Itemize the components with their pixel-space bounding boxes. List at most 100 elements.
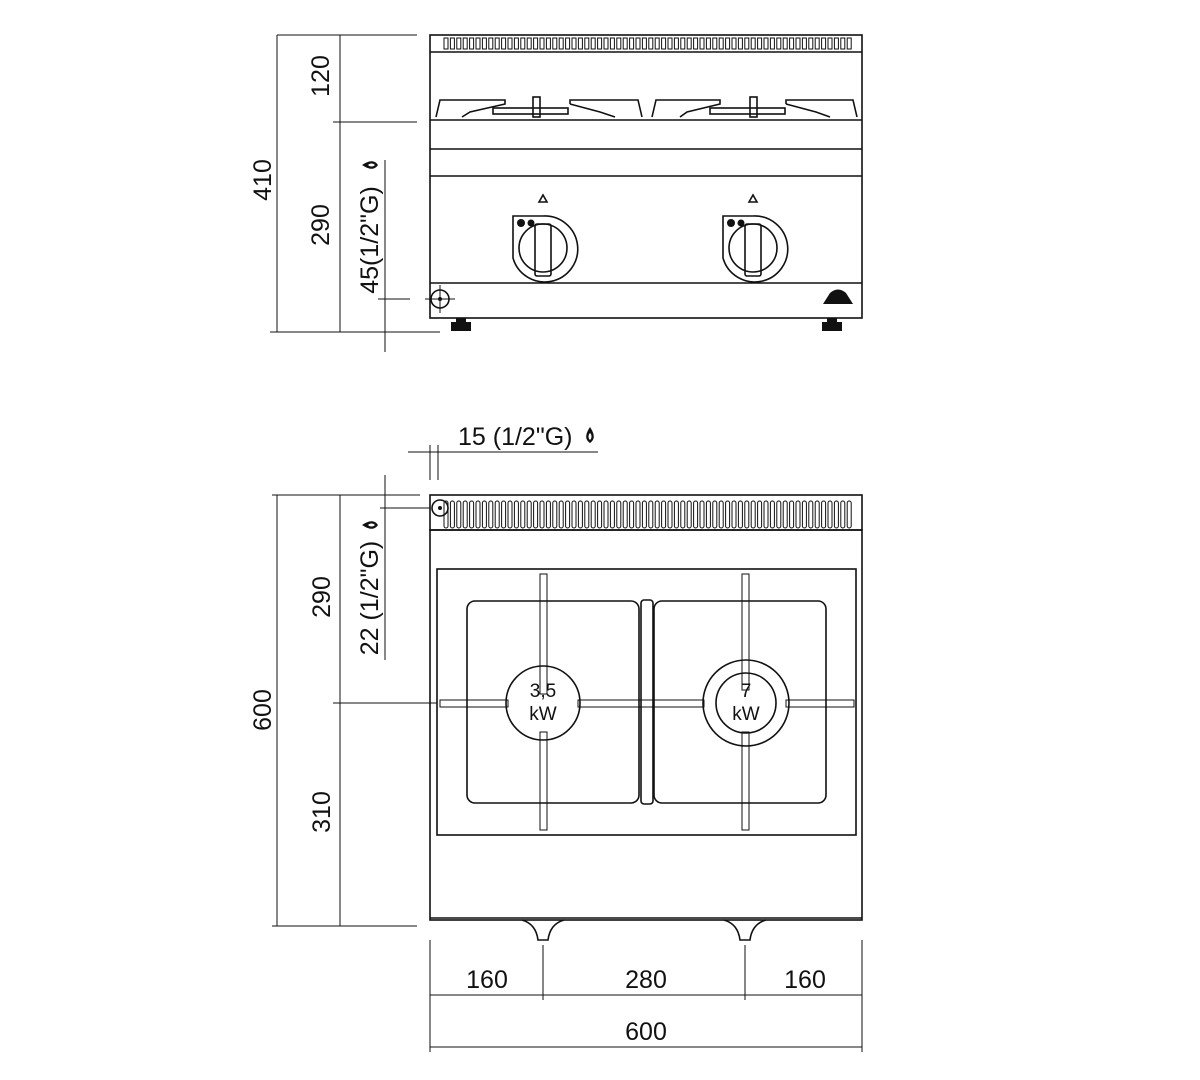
burner-large: 7 kW: [702, 659, 790, 747]
dim-left-offset: 160: [466, 966, 508, 994]
vent-slot: [789, 500, 795, 529]
vent-slot: [629, 37, 635, 50]
vent-slot: [571, 37, 577, 50]
vent-slot: [545, 500, 551, 529]
vent-slot: [814, 37, 820, 50]
dim-front-depth: 310: [308, 791, 336, 833]
vent-slot: [750, 37, 756, 50]
vent-slot: [597, 37, 603, 50]
vent-slot: [616, 37, 622, 50]
vent-slot: [795, 500, 801, 529]
vent-slot: [795, 37, 801, 50]
vent-slot: [725, 500, 731, 529]
dim-body-height: 290: [307, 204, 335, 246]
vent-slot: [846, 37, 852, 50]
feet: [521, 919, 767, 941]
burner-unit: kW: [732, 704, 760, 725]
dim-total-height: 410: [249, 159, 277, 201]
dim-gas-inlet-depth: 22 (1/2"G): [356, 541, 384, 655]
top-dimensions: 15 (1/2"G) 600 290 310 22 (1/2"G) 160 28…: [249, 423, 863, 1052]
vent-slot: [718, 37, 724, 50]
dim-gas-inlet-height: 45(1/2"G): [356, 186, 384, 294]
vent-slot: [680, 37, 686, 50]
dim-right-offset: 160: [784, 966, 826, 994]
burner-grate-profile: [435, 96, 858, 118]
vent-slot: [565, 37, 571, 50]
dim-width: 600: [625, 1018, 667, 1046]
vent-slot: [641, 500, 647, 529]
vent-slot: [449, 37, 455, 50]
vent-slot: [648, 37, 654, 50]
vent-slot: [597, 500, 603, 529]
vent-slot: [590, 500, 596, 529]
vent-slot: [520, 500, 526, 529]
vent-slot: [494, 500, 500, 529]
vent-slot: [699, 500, 705, 529]
vent-slot: [821, 37, 827, 50]
vent-slot: [840, 37, 846, 50]
vent-slot: [513, 500, 519, 529]
vent-slot: [846, 500, 852, 529]
vent-slot: [776, 500, 782, 529]
vent-slot: [475, 500, 481, 529]
vent-slot: [737, 37, 743, 50]
vent-slot: [513, 37, 519, 50]
vent-slot: [840, 500, 846, 529]
vent-slot: [827, 37, 833, 50]
vent-slot: [673, 37, 679, 50]
vent-slot: [769, 37, 775, 50]
vent-slot: [737, 500, 743, 529]
vent-slot: [661, 37, 667, 50]
vent-slot: [757, 500, 763, 529]
vent-slot: [693, 37, 699, 50]
vent-slot: [750, 500, 756, 529]
gas-flame-icon: [362, 521, 378, 529]
vent-slot: [577, 500, 583, 529]
vent-slot: [456, 500, 462, 529]
control-knob[interactable]: [722, 193, 789, 283]
vent-slot: [808, 37, 814, 50]
vent-slot: [654, 500, 660, 529]
vent-slot: [481, 500, 487, 529]
vent-slot: [584, 500, 590, 529]
pilot-icon: [537, 193, 549, 203]
vent-slot: [833, 500, 839, 529]
vent-slot: [814, 500, 820, 529]
control-knob[interactable]: [512, 193, 579, 283]
vent-slot: [725, 37, 731, 50]
dim-top-height: 120: [307, 55, 335, 97]
vent-slot: [686, 500, 692, 529]
vent-slot: [833, 37, 839, 50]
vent-slot: [603, 37, 609, 50]
vent-slot: [481, 37, 487, 50]
gas-connection-icon: [425, 285, 455, 313]
vent-slot: [533, 37, 539, 50]
vent-slot: [699, 37, 705, 50]
vent-slot: [584, 37, 590, 50]
vent-slot: [469, 500, 475, 529]
vent-slot: [526, 500, 532, 529]
vent-slot: [603, 500, 609, 529]
vent-slot: [827, 500, 833, 529]
vent-slot: [782, 500, 788, 529]
vent-slot: [475, 37, 481, 50]
vent-slot: [622, 500, 628, 529]
vent-slot: [533, 500, 539, 529]
vent-slot: [821, 500, 827, 529]
vent-slot: [763, 37, 769, 50]
vent-slot: [718, 500, 724, 529]
vent-slot: [539, 37, 545, 50]
vent-slot: [565, 500, 571, 529]
vent-slot: [507, 500, 513, 529]
vent-slot: [539, 500, 545, 529]
vent-slots: [443, 500, 852, 529]
vent-slot: [801, 37, 807, 50]
vent-slot: [635, 37, 641, 50]
vent-slot: [571, 500, 577, 529]
dim-burner-spacing: 280: [625, 966, 667, 994]
burner-unit: kW: [529, 704, 557, 725]
vent-slot: [552, 37, 558, 50]
vent-slot: [712, 500, 718, 529]
vent-slot: [609, 500, 615, 529]
vent-slot: [507, 37, 513, 50]
